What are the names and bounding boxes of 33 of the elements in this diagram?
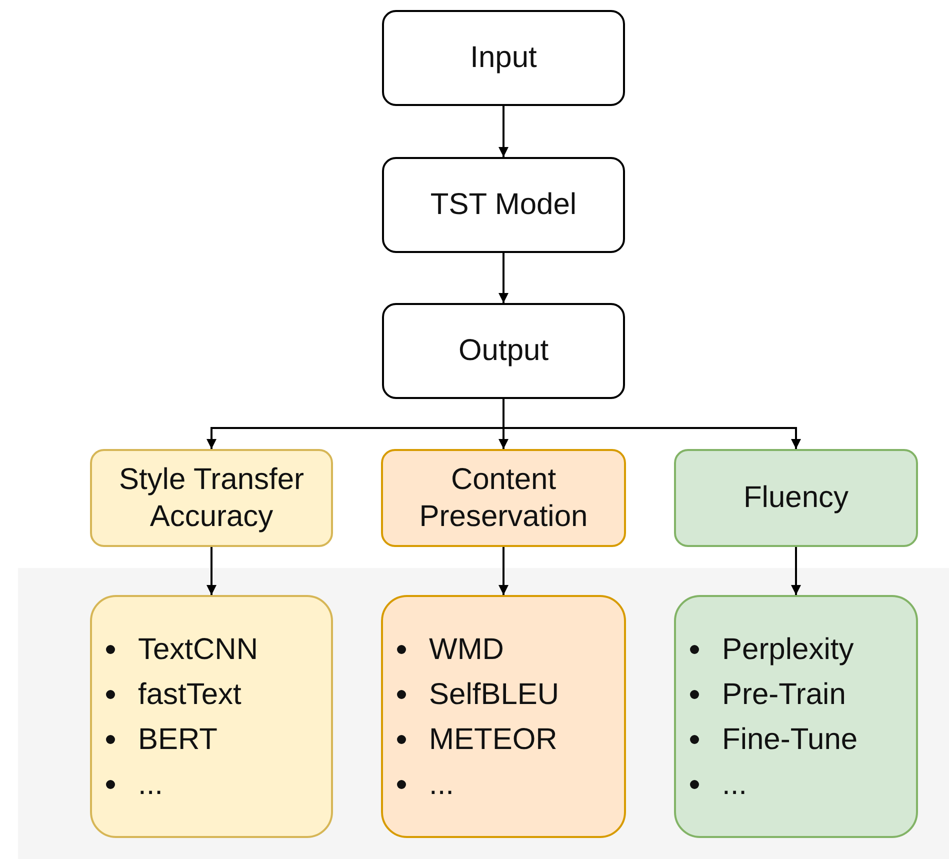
arrow (498, 253, 508, 303)
list-item-text: Perplexity (722, 632, 854, 668)
list-item-text: ... (138, 766, 164, 802)
arrow (791, 547, 801, 595)
process-box (382, 303, 625, 399)
node-label: TST Model (430, 187, 577, 224)
list-item-text: fastText (138, 676, 242, 712)
process-box (382, 157, 625, 253)
arrow (498, 106, 508, 157)
list-item-text: BERT (138, 722, 218, 758)
list-item-text: METEOR (429, 722, 558, 758)
list-box (674, 595, 918, 838)
list-item-text: Pre-Train (722, 676, 846, 712)
process-box (382, 10, 625, 106)
arrow (206, 547, 216, 595)
node-label: Output (458, 333, 549, 370)
list-box (90, 595, 333, 838)
category-box (90, 449, 333, 547)
arrow (498, 547, 508, 595)
category-box (674, 449, 918, 547)
node-label: Style Transfer Accuracy (118, 462, 306, 535)
category-box (381, 449, 626, 547)
list-item-text: ... (722, 766, 748, 802)
list-item-text: ... (429, 766, 454, 802)
list-item-text: Fine-Tune (722, 722, 858, 758)
arrow (502, 399, 801, 449)
list-item-text: TextCNN (138, 632, 258, 668)
list-item-text: SelfBLEU (429, 676, 560, 712)
node-label: Content Preservation (418, 462, 589, 535)
node-label: Input (470, 40, 537, 76)
list-box (381, 595, 626, 838)
node-label: Fluency (743, 480, 849, 516)
list-item-text: WMD (429, 632, 504, 668)
